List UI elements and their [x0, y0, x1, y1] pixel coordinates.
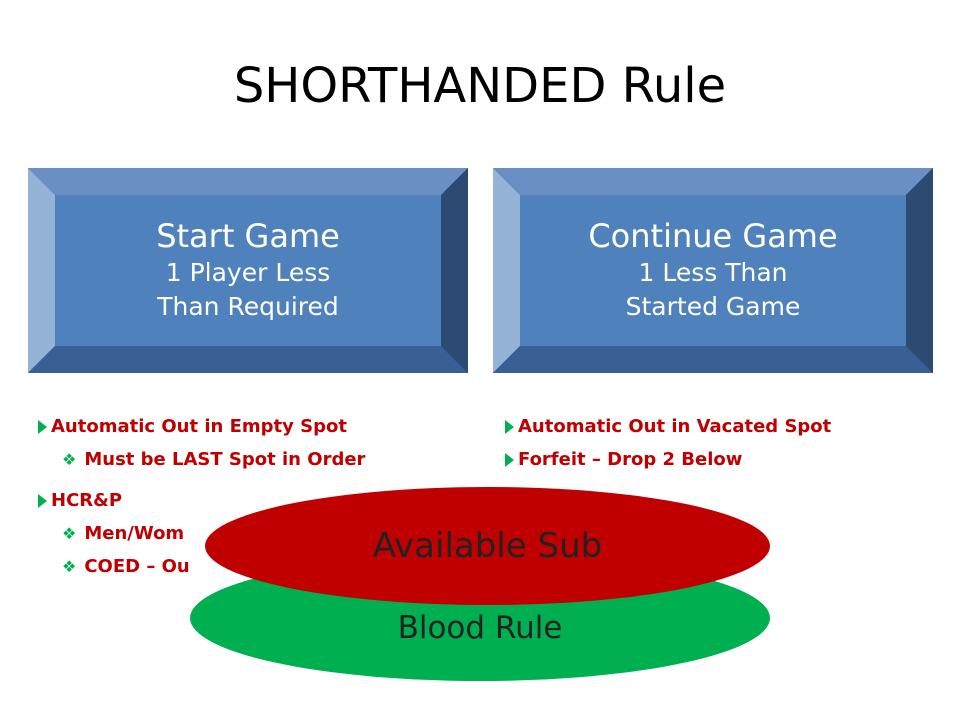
arrow-bullet-icon [38, 493, 47, 508]
left-bullet-list: Automatic Out in Empty Spot ❖ Must be LA… [38, 410, 365, 583]
list-item: ❖ Must be LAST Spot in Order [38, 443, 365, 476]
list-item: ❖ COED – Ou [38, 550, 365, 583]
available-sub-label: Available Sub [372, 526, 603, 566]
slide-title: SHORTHANDED Rule [233, 58, 727, 114]
list-item-text: Men/Wom [84, 523, 185, 544]
list-item: Automatic Out in Vacated Spot [505, 410, 831, 443]
list-item: Automatic Out in Empty Spot [38, 410, 365, 443]
continue-game-line2: Started Game [625, 292, 801, 321]
list-item-text: Forfeit – Drop 2 Below [518, 449, 743, 470]
arrow-bullet-icon [505, 419, 514, 434]
arrow-bullet-icon [38, 419, 47, 434]
diamond-bullet-icon: ❖ [62, 450, 77, 469]
start-game-heading: Start Game [156, 217, 340, 255]
start-game-box: Start Game 1 Player Less Than Required [28, 168, 468, 373]
right-bullet-list: Automatic Out in Vacated Spot Forfeit – … [505, 410, 831, 476]
continue-game-box: Continue Game 1 Less Than Started Game [493, 168, 933, 373]
list-item-text: Must be LAST Spot in Order [84, 449, 366, 470]
list-item-text: HCR&P [51, 490, 123, 511]
continue-game-line1: 1 Less Than [638, 258, 788, 287]
list-item-text: COED – Ou [84, 556, 190, 577]
list-item: Forfeit – Drop 2 Below [505, 443, 831, 476]
blood-rule-label: Blood Rule [397, 610, 563, 646]
list-item-text: Automatic Out in Vacated Spot [518, 416, 832, 437]
list-item-text: Automatic Out in Empty Spot [51, 416, 347, 437]
start-game-line2: Than Required [157, 292, 339, 321]
available-sub-ellipse: Available Sub [205, 487, 770, 605]
list-item: HCR&P [38, 484, 365, 517]
diamond-bullet-icon: ❖ [62, 557, 77, 576]
arrow-bullet-icon [505, 452, 514, 467]
diamond-bullet-icon: ❖ [62, 524, 77, 543]
continue-game-heading: Continue Game [588, 217, 838, 255]
list-item: ❖ Men/Wom [38, 517, 365, 550]
start-game-line1: 1 Player Less [165, 258, 331, 287]
